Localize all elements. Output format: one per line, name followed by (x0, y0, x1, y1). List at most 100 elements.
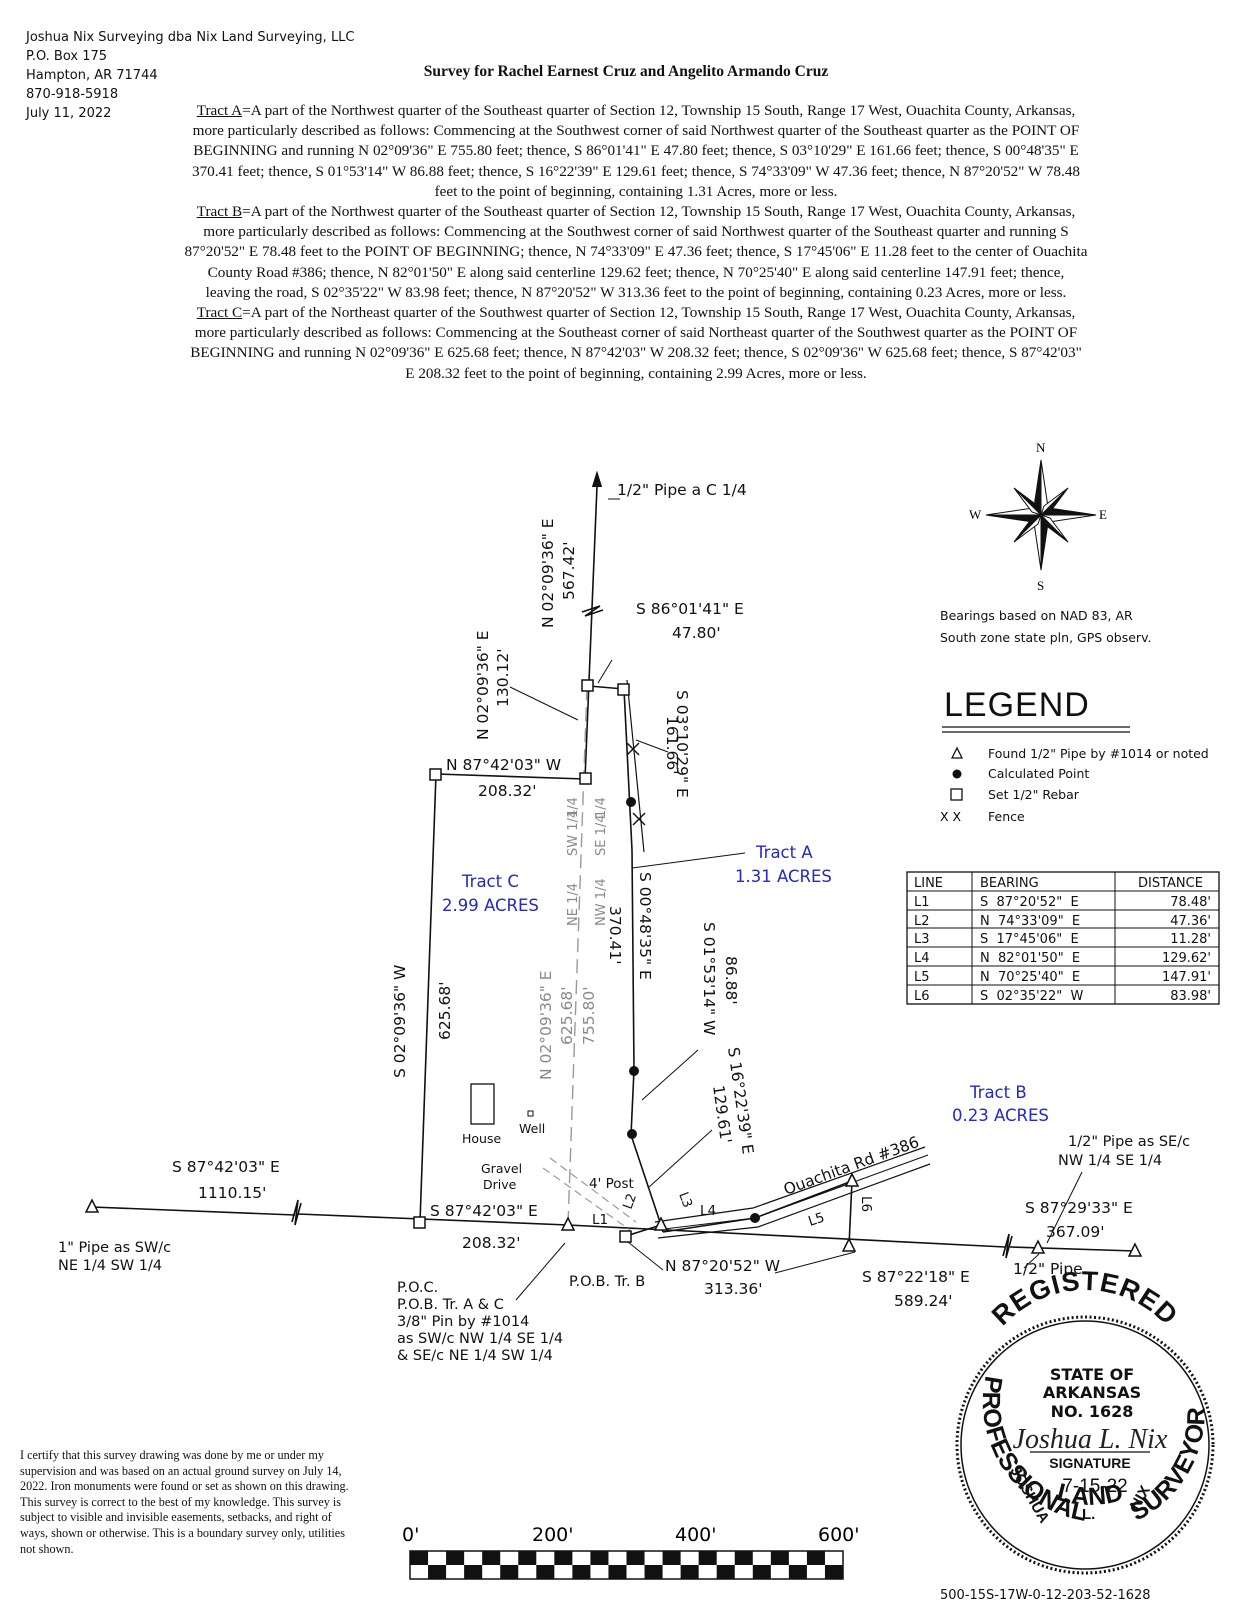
scale-cells (410, 1551, 843, 1579)
compass-w: W (969, 507, 982, 522)
pointer-n02-130 (509, 686, 579, 721)
label-q-nw: NW 1/4 (594, 878, 609, 926)
compass-rose: N S E W (969, 440, 1107, 593)
row-1-distance: 78.48' (1170, 895, 1211, 910)
seal-signature: Joshua L. Nix (1013, 1424, 1168, 1455)
seal-date: 7-15-22 (1062, 1476, 1128, 1497)
label-pipe-se-2: NW 1/4 SE 1/4 (1058, 1153, 1162, 1169)
label-pipe-c14: 1/2" Pipe a C 1/4 (617, 481, 747, 499)
label-s87-near-bearing: S 87°42'03" E (430, 1202, 538, 1220)
pointer-se-pipe (1046, 1171, 1083, 1244)
fence-line (626, 679, 645, 853)
scale-cell (716, 1565, 735, 1579)
label-post: 4' Post (589, 1176, 634, 1192)
pointer-pob-b (627, 1241, 664, 1271)
row-6-distance: 83.98' (1170, 989, 1211, 1004)
scale-cell (446, 1551, 465, 1565)
scale-label-200: 200' (532, 1524, 574, 1546)
north-line-arrow (592, 473, 602, 487)
scale-bar: 0' 200' 400' 600' (402, 1524, 860, 1580)
pointer-s03 (635, 739, 669, 753)
row-2-distance: 47.36' (1170, 914, 1211, 929)
line-table-border (906, 871, 1220, 1005)
company-block: Joshua Nix Surveying dba Nix Land Survey… (26, 28, 355, 123)
pointer-s16 (647, 1129, 713, 1189)
label-tract-c: Tract C (461, 872, 519, 891)
label-mid-dist-2: 755.80' (580, 987, 598, 1046)
label-ne-dist: 567.42' (560, 542, 578, 601)
poc-line-4: as SW/c NW 1/4 SE 1/4 (397, 1331, 563, 1347)
company-phone: 870-918-5918 (26, 87, 119, 102)
tract-a-text: =A part of the Northwest quarter of the … (191, 102, 1081, 200)
square-rebar-6 (619, 1230, 632, 1243)
legend-label-fence: Fence (988, 809, 1025, 824)
label-s87-near-dist: 208.32' (462, 1234, 521, 1252)
label-pipe-se-1: 1/2" Pipe as SE/c (1068, 1134, 1190, 1150)
label-pipe-sw-1: 1" Pipe as SW/c (58, 1240, 171, 1256)
south-line-tract-c (297, 1213, 569, 1226)
label-pipe-sw-2: NE 1/4 SW 1/4 (58, 1258, 162, 1274)
tract-c-text: =A part of the Northeast quarter of the … (190, 304, 1082, 382)
line-table-header-distance: DISTANCE (1138, 876, 1203, 891)
label-q-sw: SW 1/4 (566, 810, 581, 856)
label-tract-c-acres: 2.99 ACRES (442, 896, 539, 915)
compass-e: E (1099, 507, 1107, 522)
label-s86-bearing: S 86°01'41" E (636, 600, 744, 618)
square-rebar-1 (581, 679, 594, 692)
tract-a-name: Tract A (196, 102, 243, 119)
label-l5: L5 (806, 1210, 826, 1230)
label-l3: L3 (675, 1190, 694, 1210)
scale-cell (482, 1551, 501, 1565)
seal-outer-ring (955, 1315, 1215, 1575)
gravel-drive (542, 1157, 637, 1231)
legend-square-symbol (950, 788, 963, 801)
label-s87-29-bearing: S 87°29'33" E (1025, 1199, 1133, 1217)
tract-b-line-l2 (625, 1224, 662, 1237)
row-5-line: L5 (914, 970, 930, 985)
square-rebar-4 (579, 772, 592, 785)
label-mid-dist-1: 625.68' (558, 987, 576, 1046)
tract-a-east-line-2 (631, 849, 635, 1071)
scale-label-400: 400' (675, 1524, 717, 1546)
pointer-s01 (641, 1049, 699, 1101)
label-n87-dist: 208.32' (478, 782, 537, 800)
row-5-bearing: N 70°25'40" E (980, 970, 1080, 985)
line-table-grid (907, 872, 1219, 1004)
surveyor-seal: REGISTERED PROFESSIONAL SURVEYOR LAND ST… (955, 1266, 1215, 1575)
poc-line-2: P.O.B. Tr. A & C (397, 1297, 504, 1313)
label-s87-far-dist: 1110.15' (198, 1184, 266, 1202)
seal-bottom-arc-text: LAND (1054, 1478, 1125, 1511)
scale-cell (428, 1565, 447, 1579)
triangle-poc (560, 1216, 576, 1231)
label-well: Well (519, 1121, 545, 1136)
label-house: House (462, 1131, 501, 1146)
label-n87-bearing: N 87°42'03" W (446, 756, 561, 774)
line-table-rows: L1 S 87°20'52" E 78.48' L2 N 74°33'09" E… (914, 895, 1211, 1004)
scale-label-0: 0' (402, 1524, 419, 1546)
legend-labels: Found 1/2" Pipe by #1014 or noted Calcul… (988, 746, 1209, 824)
scale-cell (770, 1551, 789, 1565)
triangle-tract-b (653, 1216, 669, 1231)
seal-name-2: L. (1082, 1506, 1095, 1523)
poc-label-block: P.O.C. P.O.B. Tr. A & C 3/8" Pin by #101… (397, 1280, 563, 1364)
scale-cell (824, 1565, 843, 1579)
company-city: Hampton, AR 71744 (26, 68, 158, 83)
scale-cell (410, 1551, 429, 1565)
square-rebar-2 (617, 683, 630, 696)
row-3-distance: 11.28' (1170, 932, 1211, 947)
tract-a-description: Tract A=A part of the Northwest quarter … (184, 101, 1088, 202)
gravel-drive-edge-1 (542, 1167, 631, 1231)
scale-cell (536, 1565, 555, 1579)
boundary-lines (91, 485, 1136, 1301)
north-line (584, 485, 598, 780)
tract-b-name: Tract B (196, 203, 243, 221)
south-line-far-east (1009, 1246, 1136, 1252)
well-symbol (527, 1110, 534, 1117)
road-edge-north (654, 1146, 926, 1223)
seal-signature-label: SIGNATURE (1049, 1455, 1130, 1471)
survey-title: Survey for Rachel Earnest Cruz and Angel… (423, 63, 829, 80)
certification-statement: I certify that this survey drawing was d… (20, 1448, 349, 1556)
triangle-sw-pipe (84, 1198, 100, 1213)
poc-line-5: & SE/c NE 1/4 SW 1/4 (397, 1348, 553, 1364)
